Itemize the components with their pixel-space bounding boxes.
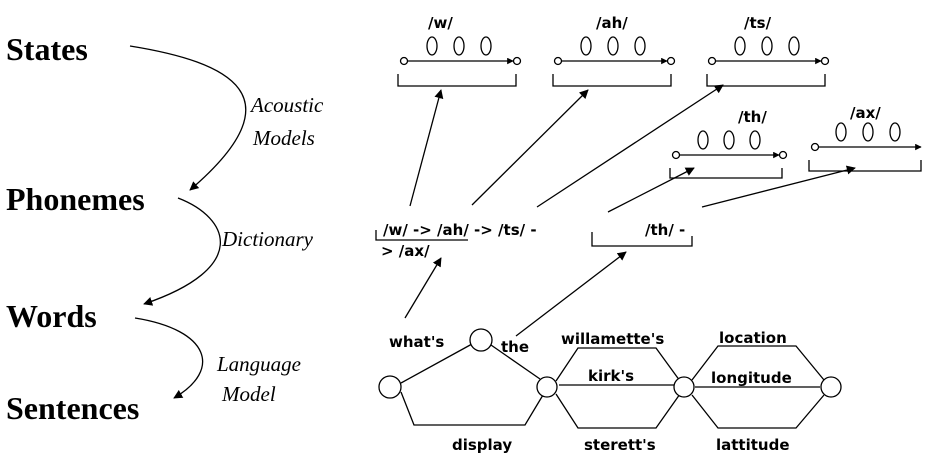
pronunciation-whats-line1: /w/ -> /ah/ -> /ts/ - — [383, 221, 537, 239]
words-to-sentences-arrow — [134, 317, 204, 399]
pronunciation-the-text: /th/ - — [645, 221, 685, 239]
states-to-phonemes-arrow — [129, 45, 247, 191]
hmm-ts: /ts/ — [706, 14, 830, 87]
word-willamettes: willamette's — [561, 330, 664, 348]
hmm-label-ts: /ts/ — [744, 14, 772, 32]
acoustic-models-label-line2: Models — [252, 126, 315, 150]
word-kirks: kirk's — [588, 367, 634, 385]
level-sentences: Sentences — [6, 390, 139, 426]
arrow-whats-to-pron — [404, 257, 442, 319]
pronunciation-whats-line2: > /ax/ — [381, 242, 430, 260]
phonemes-to-words-arrow — [143, 197, 221, 306]
language-model-label-line1: Language — [216, 352, 301, 376]
word-display: display — [452, 436, 512, 454]
dictionary-label: Dictionary — [221, 227, 314, 251]
word-location: location — [719, 329, 787, 347]
hmm-label-ah: /ah/ — [596, 14, 628, 32]
hmm-ax: /ax/ — [808, 104, 922, 172]
hmm-th: /th/ — [669, 108, 788, 179]
language-model-label-line2: Model — [221, 382, 276, 406]
arrow-to-hmm-ah — [471, 89, 589, 206]
arrow-to-hmm-ts — [536, 84, 724, 208]
level-words: Words — [6, 298, 97, 334]
arrow-to-hmm-th — [607, 167, 695, 213]
word-whats: what's — [389, 333, 444, 351]
arrow-to-hmm-ax — [701, 165, 856, 208]
pronunciation-the: /th/ - — [591, 221, 693, 247]
arrow-to-hmm-w — [409, 89, 444, 207]
hmm-w: /w/ — [397, 14, 522, 87]
hmm-ah: /ah/ — [552, 14, 676, 87]
hmm-label-w: /w/ — [428, 14, 453, 32]
level-phonemes: Phonemes — [6, 181, 145, 217]
pronunciation-whats: /w/ -> /ah/ -> /ts/ - > /ax/ — [375, 221, 537, 260]
word-the: the — [501, 338, 529, 356]
word-steretts: sterett's — [584, 436, 656, 454]
word-longitude: longitude — [711, 369, 792, 387]
word-graph: what's the display willamette's kirk's s… — [378, 328, 842, 454]
arrow-the-to-pron — [515, 251, 627, 337]
hmm-label-ax: /ax/ — [850, 104, 881, 122]
hmm-label-th: /th/ — [738, 108, 767, 126]
word-lattitude: lattitude — [716, 436, 790, 454]
level-states: States — [6, 31, 88, 67]
acoustic-models-label-line1: Acoustic — [249, 93, 324, 117]
